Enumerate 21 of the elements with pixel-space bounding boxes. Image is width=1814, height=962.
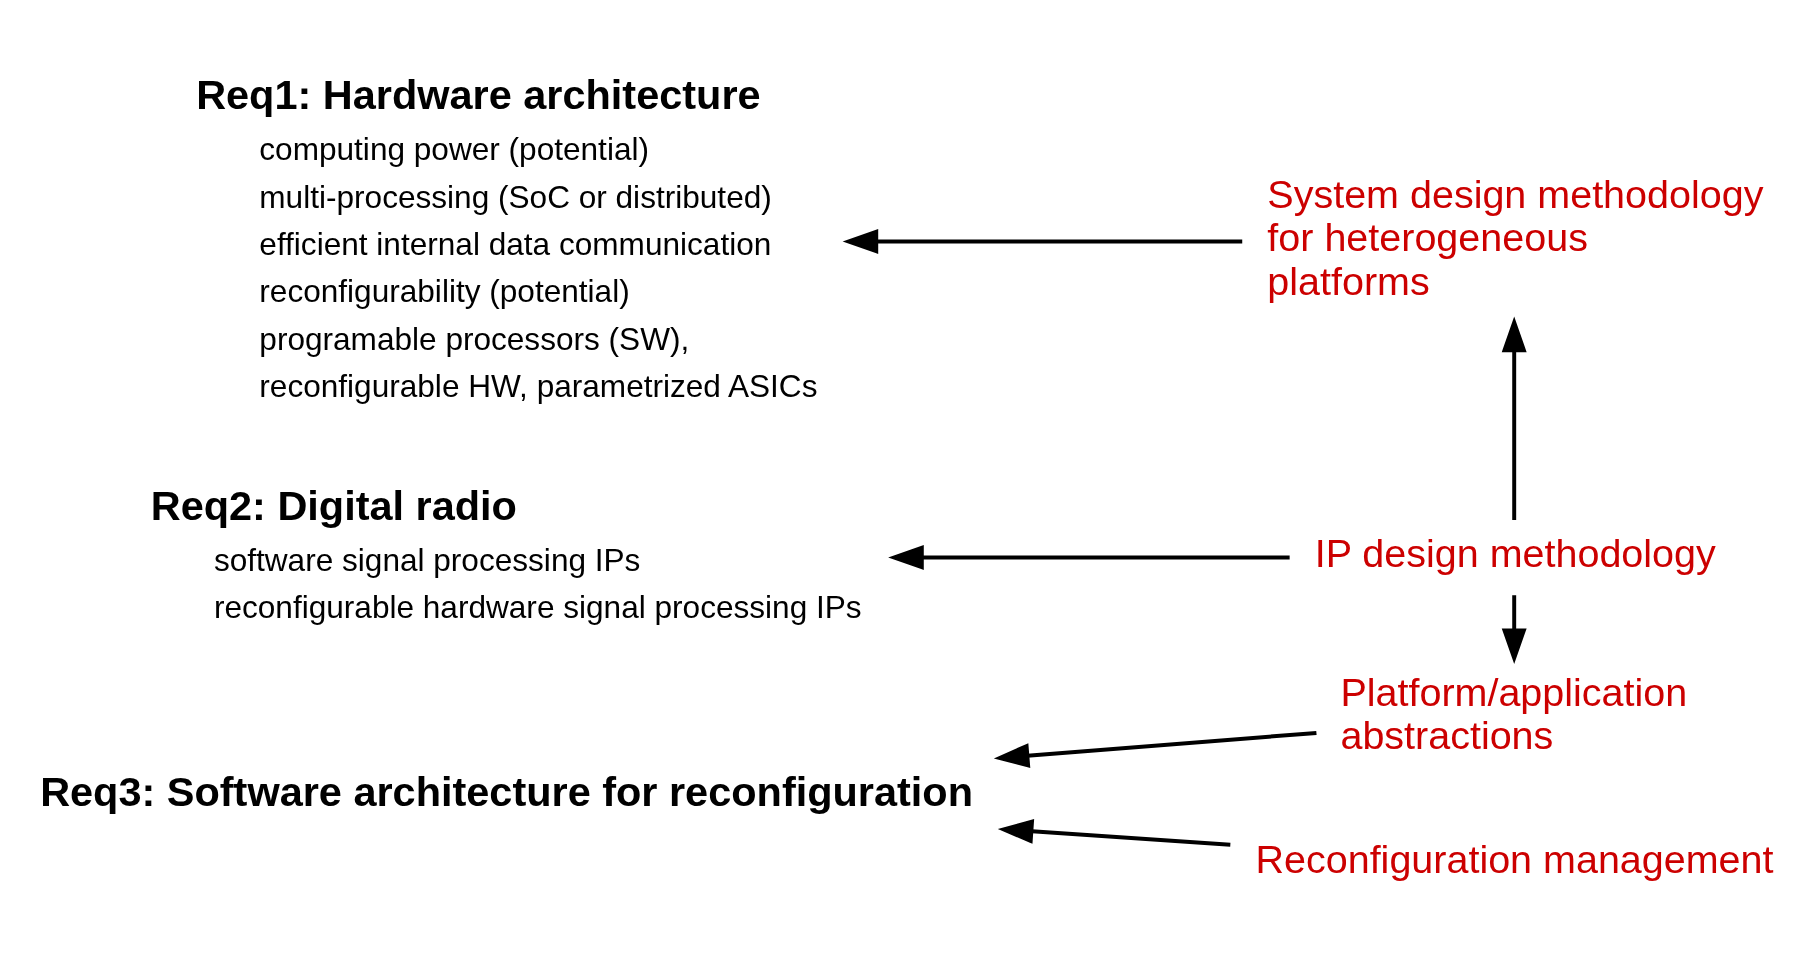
node-text: System design methodology for heterogeneous platforms [1267, 172, 1764, 303]
node-text: IP design methodology [1314, 531, 1716, 576]
arrow [842, 229, 1243, 255]
node-label: multi-processing (SoC or distributed) [259, 178, 772, 215]
node-text: Req2: Digital radio [150, 481, 517, 529]
arrow [888, 545, 1290, 570]
node-text: Req3: Software architecture for reconfiguration [40, 767, 973, 815]
node-label: computing power (potential) [259, 131, 649, 168]
node-text: Platform/application abstractions [1340, 669, 1688, 758]
node-label: reconfigurable hardware signal processing IPs [213, 589, 862, 626]
arrow [1501, 595, 1527, 665]
node-label: programable processors (SW), [259, 320, 690, 357]
node-label: reconfigurability (potential) [259, 273, 630, 310]
arrow [993, 730, 1317, 769]
arrow [997, 819, 1231, 847]
node-text: Reconfiguration management [1255, 837, 1774, 882]
node-label: software signal processing IPs [213, 541, 641, 578]
node-label: efficient internal data communication [259, 226, 772, 262]
arrow [1501, 316, 1527, 520]
node-text: Req1: Hardware architecture [196, 70, 761, 118]
node-label: reconfigurable HW, parametrized ASICs [259, 368, 818, 405]
